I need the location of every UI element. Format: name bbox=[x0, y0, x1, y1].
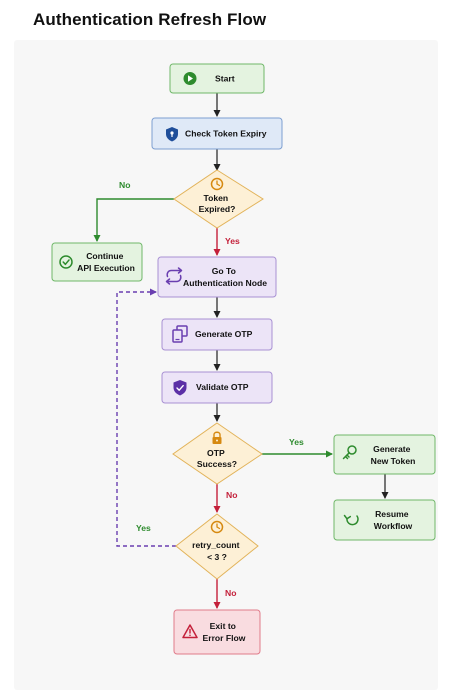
node-resume-label-line2: Workflow bbox=[374, 521, 413, 531]
diagram-title: Authentication Refresh Flow bbox=[33, 10, 267, 29]
svg-text:Continue API Execution: Continue API Execution bbox=[77, 251, 135, 273]
svg-text:OTP Success?: OTP Success? bbox=[197, 448, 237, 469]
edge-retry-yes bbox=[116, 288, 176, 547]
node-start[interactable]: Start bbox=[169, 63, 265, 94]
key-icon bbox=[342, 445, 357, 460]
node-error-label-line2: Error Flow bbox=[203, 633, 246, 643]
svg-text:Resume Workflow: Resume Workflow bbox=[374, 509, 413, 531]
node-generate-otp[interactable]: Generate OTP bbox=[161, 318, 273, 351]
node-goto-label-line2: Authentication Node bbox=[183, 278, 267, 288]
svg-text:Start: Start bbox=[215, 74, 235, 84]
node-otp-success[interactable]: OTP Success? bbox=[172, 422, 263, 485]
node-check-label: Check Token Expiry bbox=[185, 129, 267, 139]
clock-icon bbox=[210, 520, 224, 534]
svg-text:retry_count < 3 ?: retry_count < 3 ? bbox=[192, 540, 242, 562]
devices-icon bbox=[172, 325, 188, 343]
edge-label-otp-yes: Yes bbox=[289, 437, 304, 447]
warning-icon bbox=[182, 624, 198, 639]
svg-text:Validate OTP: Validate OTP bbox=[196, 382, 249, 392]
shield-icon bbox=[166, 127, 178, 142]
node-retry-label-line2: < 3 ? bbox=[207, 552, 227, 562]
node-exit-to-error-flow[interactable]: Exit to Error Flow bbox=[173, 609, 261, 655]
edge-label-otp-no: No bbox=[226, 490, 237, 500]
node-expired-label-line2: Expired? bbox=[199, 204, 236, 214]
node-generate-otp-label: Generate OTP bbox=[195, 329, 253, 339]
node-start-label: Start bbox=[215, 74, 235, 84]
redirect-icon bbox=[165, 267, 183, 285]
node-goto-label-line1: Go To bbox=[212, 266, 236, 276]
node-validate-otp[interactable]: Validate OTP bbox=[161, 371, 273, 404]
node-token-expired[interactable]: Token Expired? bbox=[173, 169, 264, 229]
node-otp-label-line1: OTP bbox=[207, 448, 225, 458]
node-resume-workflow[interactable]: Resume Workflow bbox=[333, 499, 436, 541]
svg-text:Go To Authentication Nod: Go To Authentication Node bbox=[183, 266, 267, 288]
refresh-icon bbox=[343, 514, 359, 526]
node-continue-label-line1: Continue bbox=[86, 251, 123, 261]
node-expired-label-line1: Token bbox=[203, 193, 228, 203]
edge-label-retry-no: No bbox=[225, 588, 236, 598]
svg-text:Exit to Error Flow: Exit to Error Flow bbox=[203, 621, 246, 643]
node-otp-label-line2: Success? bbox=[197, 459, 237, 469]
node-retry-label-line1: retry_count bbox=[192, 540, 239, 550]
lock-icon bbox=[212, 431, 222, 444]
node-retry-count[interactable]: retry_count < 3 ? bbox=[175, 513, 259, 580]
node-continue-api-execution[interactable]: Continue API Execution bbox=[51, 242, 143, 282]
edges bbox=[93, 93, 389, 609]
node-error-label-line1: Exit to bbox=[210, 621, 236, 631]
clock-icon bbox=[210, 177, 224, 191]
edge-label-expired-yes: Yes bbox=[225, 236, 240, 246]
edge-label-retry-yes: Yes bbox=[136, 523, 151, 533]
node-new-token-label-line2: New Token bbox=[371, 456, 416, 466]
svg-text:Token Expired?: Token Expired? bbox=[199, 193, 236, 214]
svg-text:Check Token Expiry: Check Token Expiry bbox=[185, 129, 267, 139]
node-go-to-authentication[interactable]: Go To Authentication Node bbox=[157, 256, 277, 298]
shield-check-icon bbox=[173, 380, 187, 396]
edge-label-expired-no: No bbox=[119, 180, 130, 190]
node-check-token-expiry[interactable]: Check Token Expiry bbox=[151, 117, 283, 150]
node-generate-new-token[interactable]: Generate New Token bbox=[333, 434, 436, 475]
svg-text:Generate OTP: Generate OTP bbox=[195, 329, 253, 339]
node-resume-label-line1: Resume bbox=[375, 509, 409, 519]
edge-expired-no bbox=[93, 198, 174, 242]
node-continue-label-line2: API Execution bbox=[77, 263, 135, 273]
node-validate-otp-label: Validate OTP bbox=[196, 382, 249, 392]
play-icon bbox=[183, 72, 197, 85]
node-new-token-label-line1: Generate bbox=[373, 444, 410, 454]
edge-labels: No Yes Yes No Yes No bbox=[119, 180, 304, 598]
check-circle-icon bbox=[59, 255, 73, 269]
svg-text:Generate New Token: Generate New Token bbox=[371, 444, 416, 466]
